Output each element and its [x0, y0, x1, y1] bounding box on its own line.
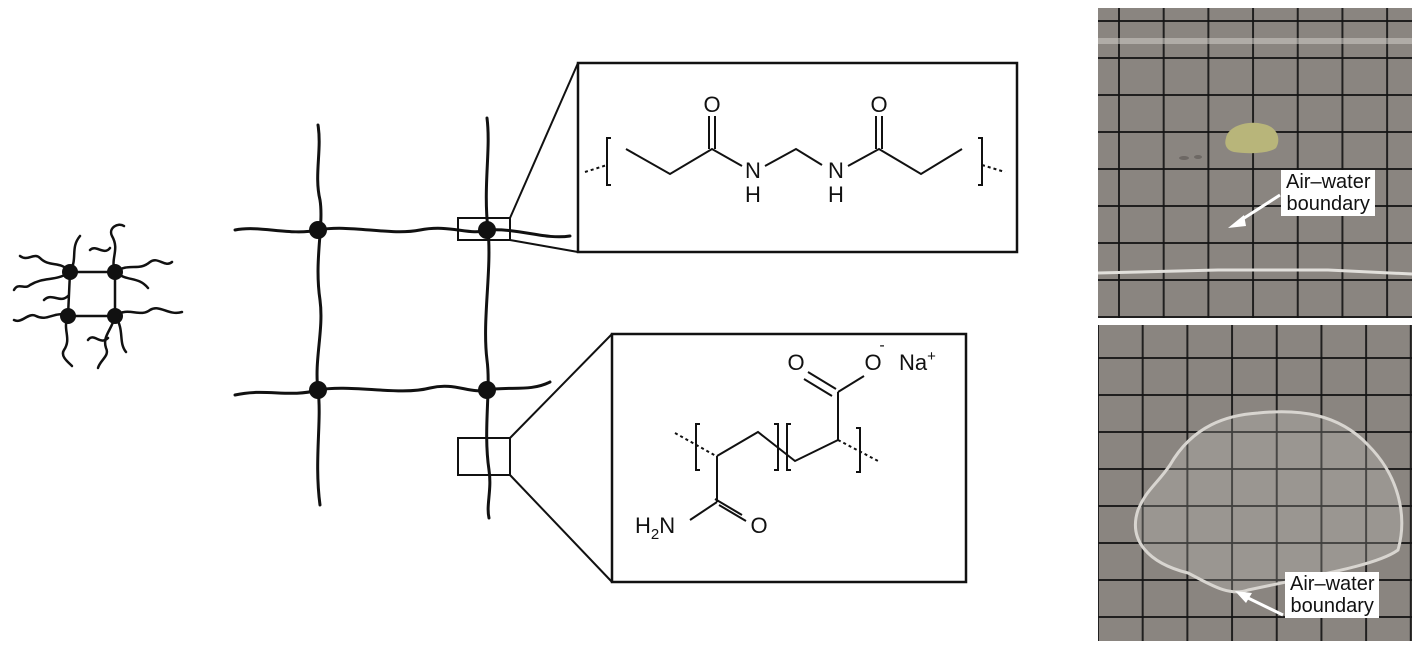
swollen-gel-outline: [1133, 410, 1404, 594]
atom-nitrogen: N: [828, 158, 844, 183]
dry-gel-droplet: [1225, 122, 1279, 154]
zoom-callouts: [457, 62, 613, 583]
atom-oxygen: O: [703, 92, 720, 117]
photo-bottom-overlay: [1133, 410, 1404, 617]
atom-oxygen: O: [787, 350, 804, 375]
crosslinker-structure-box: O N H N H O: [576, 61, 1019, 254]
arrow-line: [1245, 595, 1284, 617]
collapsed-polymer-cluster: [12, 223, 184, 370]
atom-nitrogen: N: [745, 158, 761, 183]
sodium-cation: Na+: [899, 348, 936, 375]
copolymer-structure-box: O O - Na+ H2N O: [610, 332, 968, 584]
photo-top-overlay: [1098, 38, 1412, 276]
arrow-head-icon: [1235, 591, 1252, 603]
arrow-head-icon: [1228, 215, 1246, 228]
atom-hydrogen: H: [745, 182, 761, 207]
amine-group: H2N: [635, 513, 675, 543]
network-crosslink-nodes: [309, 221, 496, 399]
negative-charge: -: [879, 337, 884, 354]
swollen-network: [233, 116, 572, 520]
atom-oxygen: O: [870, 92, 887, 117]
atom-oxygen-anion: O: [864, 350, 881, 375]
atom-oxygen: O: [750, 513, 767, 538]
atom-hydrogen: H: [828, 182, 844, 207]
arrow-line: [1237, 193, 1281, 224]
polymer-cluster-nodes: [60, 264, 123, 324]
